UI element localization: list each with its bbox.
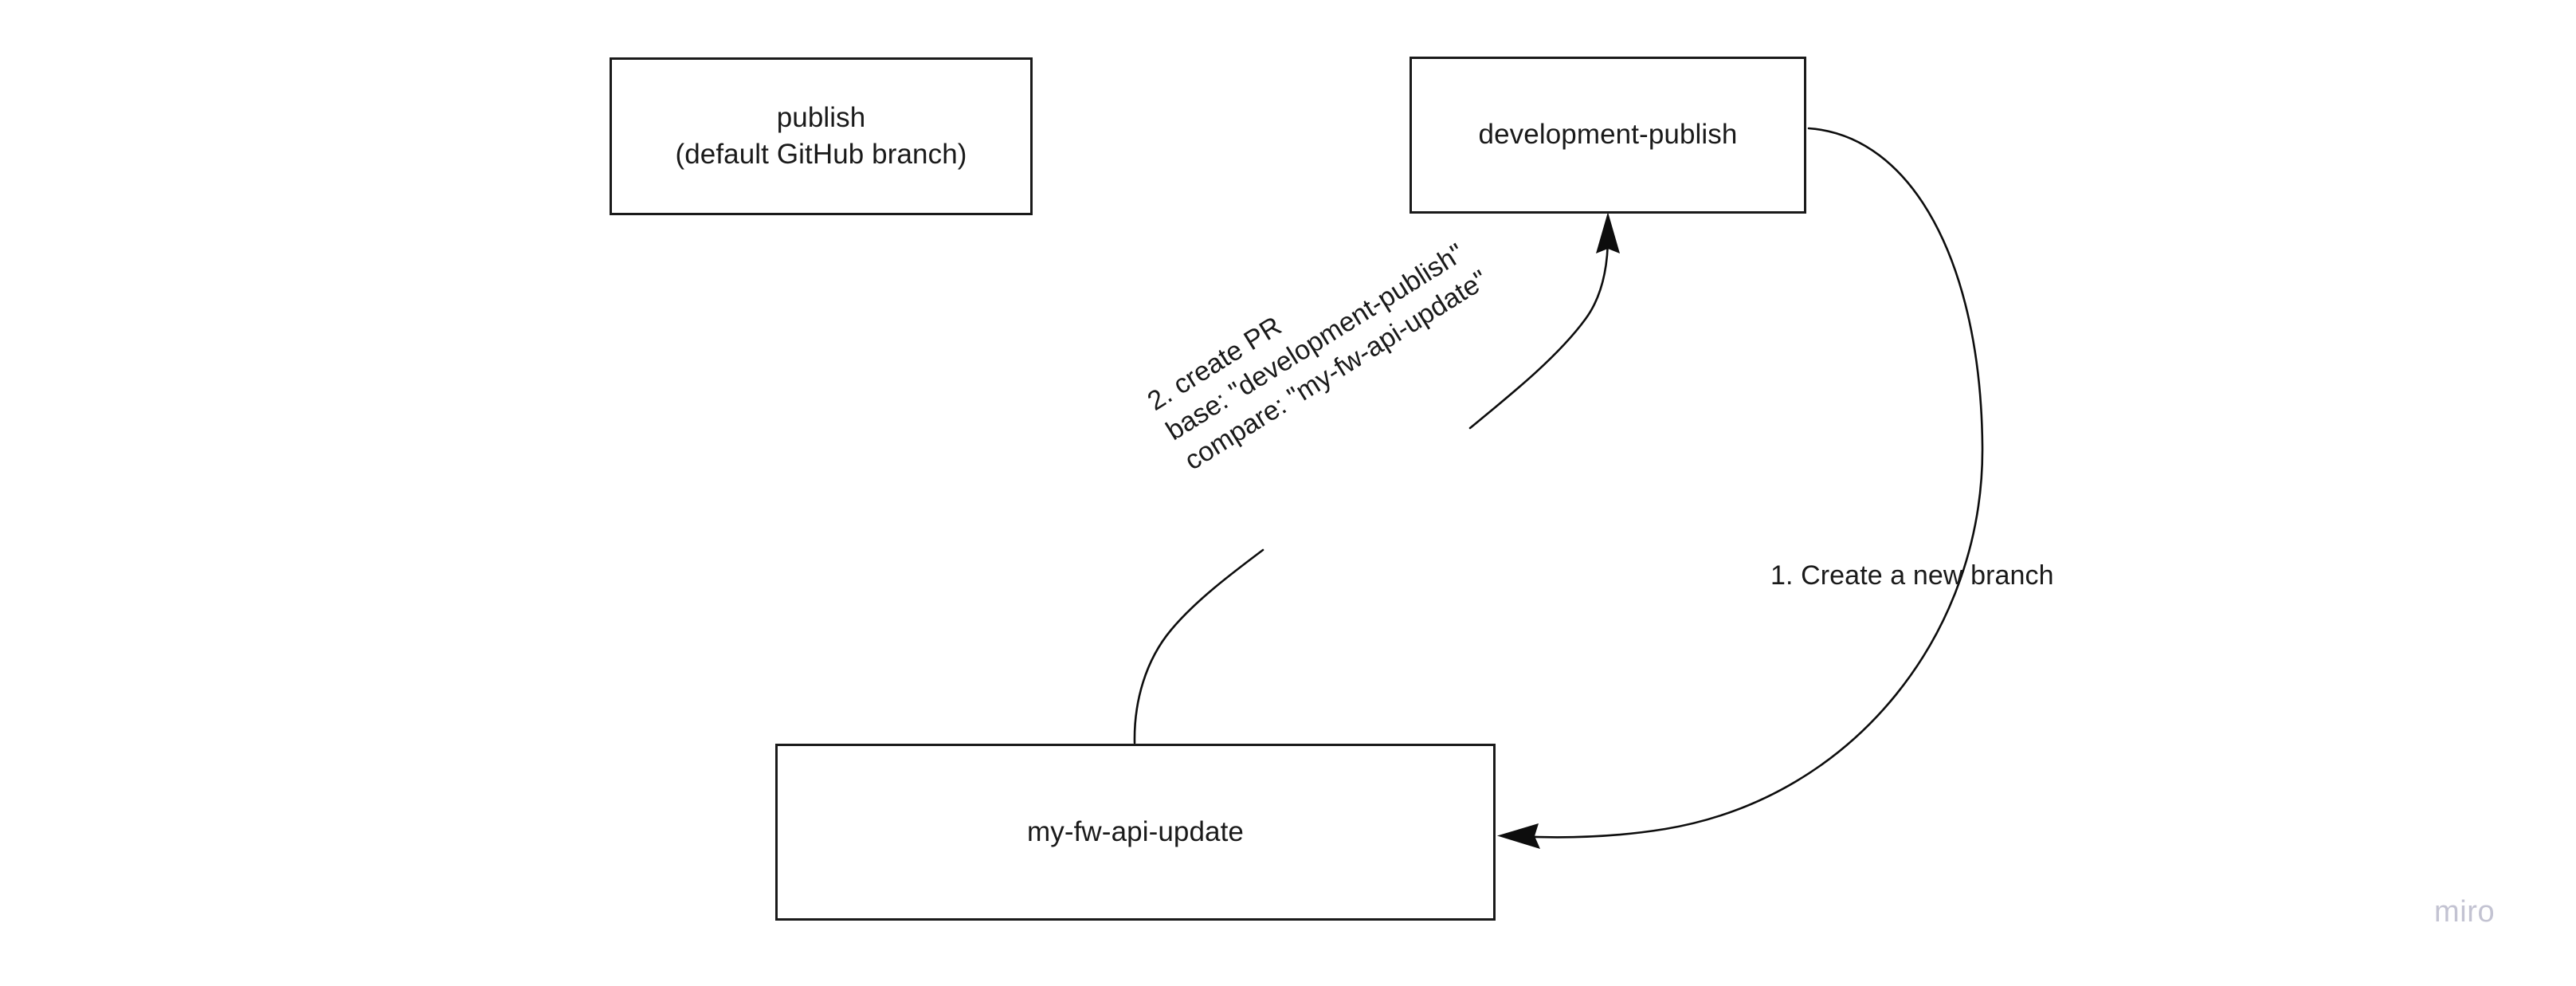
- miro-watermark: miro: [2434, 895, 2496, 929]
- edge-create-pr-arrowhead: [1596, 212, 1620, 253]
- node-development-publish-label: development-publish: [1478, 119, 1738, 151]
- node-publish-label: publish (default GitHub branch): [675, 101, 967, 170]
- node-publish[interactable]: publish (default GitHub branch): [610, 57, 1033, 215]
- edge-create-branch-arrowhead: [1497, 823, 1540, 849]
- edge-label-create-branch: 1. Create a new branch: [1770, 560, 2054, 591]
- edge-create-pr-path: [1133, 548, 1264, 744]
- edge-create-pr: [1133, 212, 1620, 744]
- edge-create-pr-path-upper: [1468, 234, 1610, 430]
- node-my-fw-api-update[interactable]: my-fw-api-update: [775, 744, 1496, 921]
- edge-create-branch-path: [1513, 127, 1984, 839]
- edge-create-branch: [1497, 127, 1984, 849]
- node-my-fw-api-update-label: my-fw-api-update: [1027, 815, 1244, 847]
- node-development-publish[interactable]: development-publish: [1410, 57, 1806, 214]
